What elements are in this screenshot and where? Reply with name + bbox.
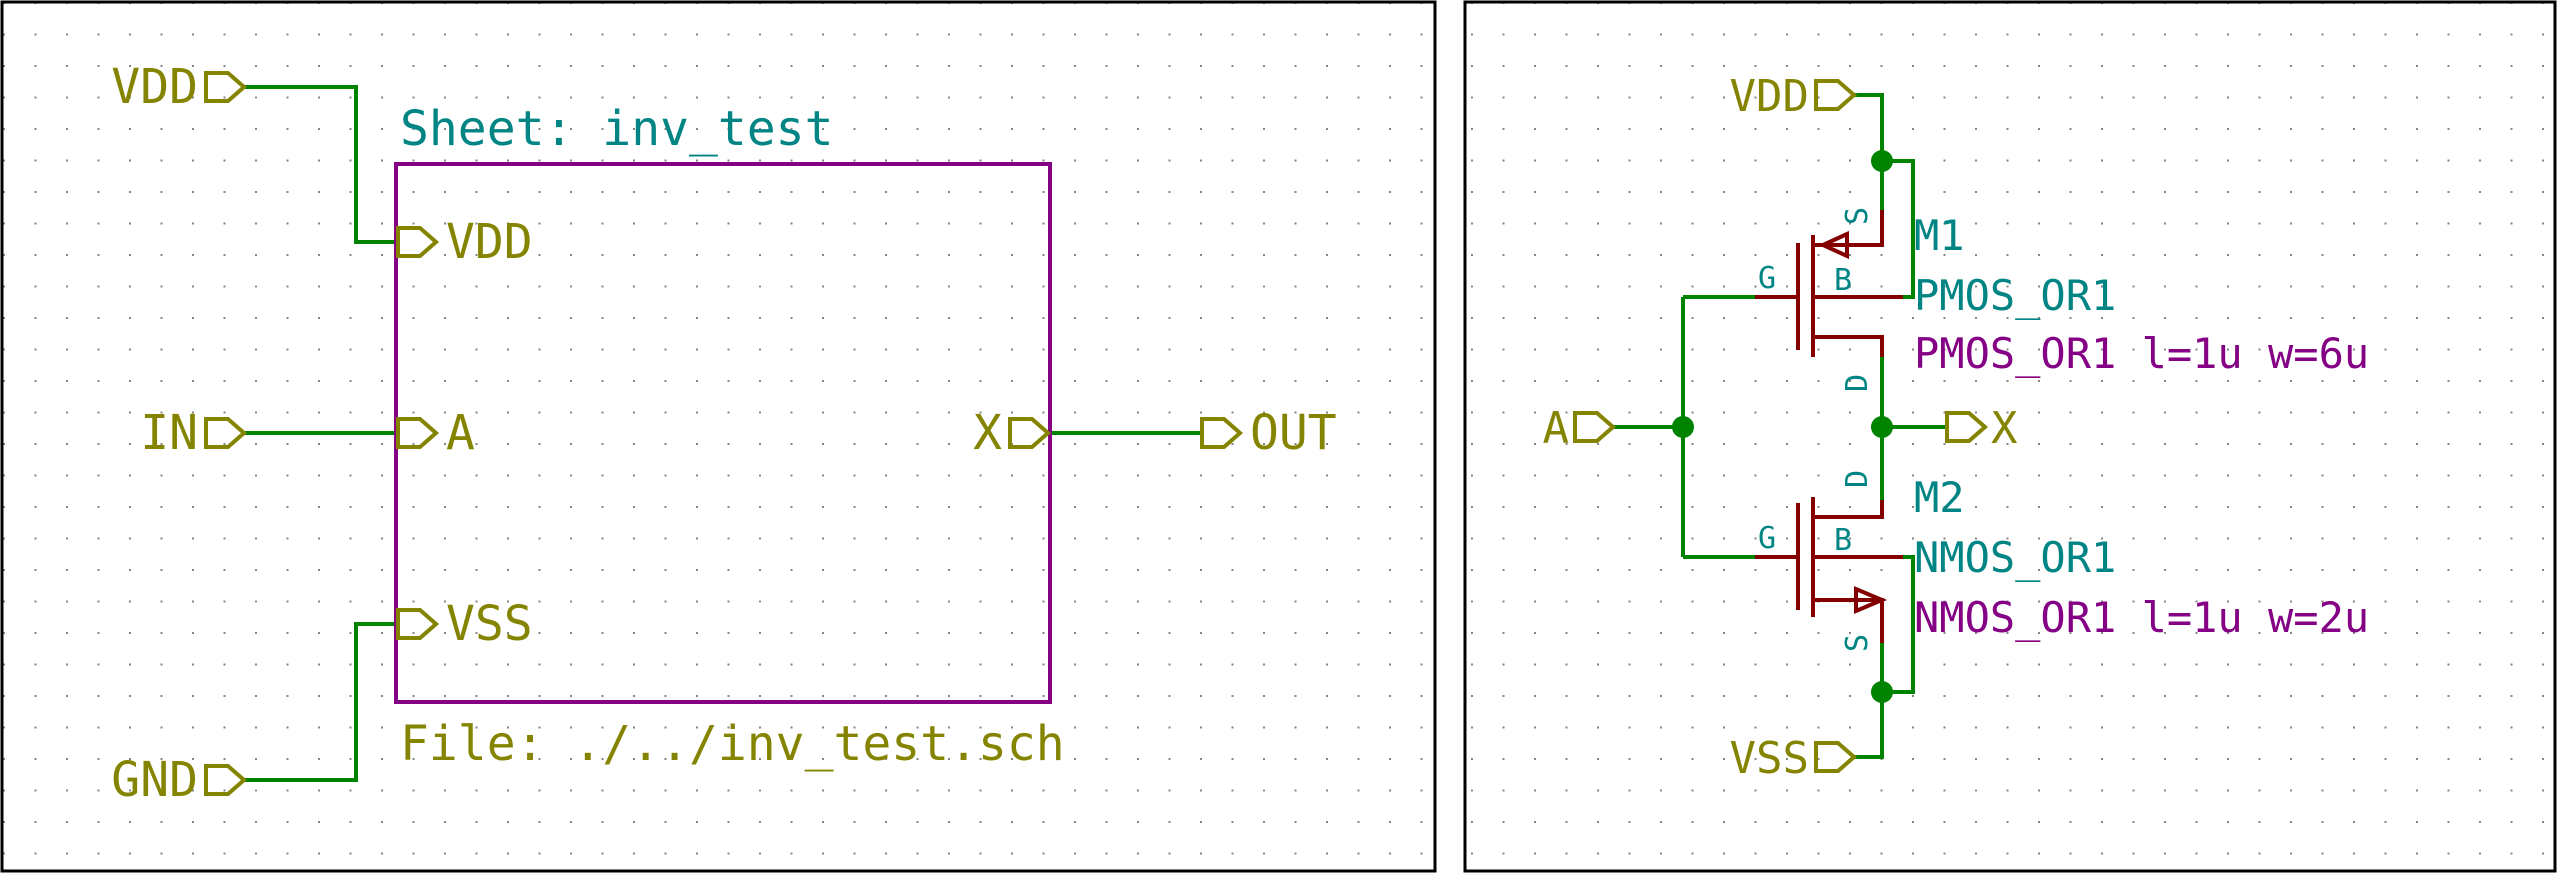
wire-m2-bulk[interactable]	[1882, 555, 1915, 694]
m1-value: PMOS_OR1	[1914, 271, 2116, 320]
m2-reference: M2	[1914, 473, 1965, 522]
x-port-icon[interactable]	[1945, 411, 1989, 443]
sheet-pin-x-label: X	[973, 405, 1002, 461]
sheet-pin-a-label: A	[446, 405, 475, 461]
junction-dot-icon	[1871, 681, 1893, 703]
sheet-pin-vss-label: VSS	[446, 596, 533, 652]
pin-letters: G B S D G B D S	[1758, 207, 1875, 652]
gnd-port-label: GND	[111, 752, 198, 808]
nmos-transistor-icon[interactable]	[1755, 497, 1903, 643]
wire-vdd[interactable]	[244, 85, 396, 244]
m1-pin-b: B	[1834, 263, 1852, 298]
vdd-port-label: VDD	[111, 59, 198, 115]
sheet-pin-vdd-label: VDD	[446, 214, 533, 270]
wires	[244, 85, 1202, 782]
vss-port-icon[interactable]	[1814, 741, 1858, 773]
m1-reference: M1	[1914, 211, 1965, 260]
panel-frame	[1463, 0, 2557, 873]
inverter-schematic-canvas: G B S D G B D S VDD A X VSS M1 PMOS_OR1 …	[1463, 0, 2557, 873]
top-level-schematic-canvas: Sheet: inv_test File: ./../inv_test.sch …	[0, 0, 1437, 873]
junction-dot-icon	[1871, 150, 1893, 172]
a-port-label: A	[1543, 403, 1570, 454]
sheet-pin-vss-icon[interactable]	[396, 608, 440, 640]
x-port-label: X	[1991, 403, 2018, 454]
in-port-label: IN	[140, 405, 198, 461]
m2-pin-s: S	[1840, 634, 1875, 652]
port-shapes	[1573, 79, 1989, 773]
m2-pin-d: D	[1840, 470, 1875, 488]
a-port-icon[interactable]	[1573, 411, 1617, 443]
m2-parameters: NMOS_OR1 l=1u w=2u	[1914, 593, 2369, 642]
vdd-port-icon[interactable]	[204, 71, 248, 103]
out-port-label: OUT	[1250, 405, 1337, 461]
sheet-name: Sheet: inv_test	[400, 101, 833, 157]
sheet-pin-vdd-icon[interactable]	[396, 226, 440, 258]
sheet-pin-shapes	[396, 226, 1052, 640]
pmos-transistor-icon[interactable]	[1755, 210, 1903, 357]
m1-pin-s: S	[1840, 207, 1875, 225]
panel-frame	[0, 0, 1437, 873]
inverter-schematic: G B S D G B D S VDD A X VSS M1 PMOS_OR1 …	[1463, 0, 2557, 873]
sheet-file: File: ./../inv_test.sch	[400, 716, 1065, 772]
vdd-port-icon[interactable]	[1814, 79, 1858, 111]
wire-vdd[interactable]	[1854, 93, 1884, 161]
wire-vss[interactable]	[244, 622, 396, 782]
sheet-pin-a-icon[interactable]	[396, 417, 440, 449]
m2-value: NMOS_OR1	[1914, 533, 2116, 582]
wire-m1-bulk[interactable]	[1882, 159, 1915, 299]
junction-dot-icon	[1672, 416, 1694, 438]
m1-pin-g: G	[1758, 261, 1776, 296]
grid-background	[1463, 0, 2557, 873]
sheet-pin-x-icon[interactable]	[1008, 417, 1052, 449]
in-port-icon[interactable]	[204, 417, 248, 449]
m1-pin-d: D	[1840, 374, 1875, 392]
out-port-icon[interactable]	[1200, 417, 1244, 449]
m2-pin-b: B	[1834, 523, 1852, 558]
junctions	[1672, 150, 1893, 703]
m2-pin-g: G	[1758, 521, 1776, 556]
vss-port-label: VSS	[1730, 733, 1809, 784]
external-port-shapes	[204, 71, 1244, 796]
m1-parameters: PMOS_OR1 l=1u w=6u	[1914, 329, 2369, 378]
junction-dot-icon	[1871, 416, 1893, 438]
vdd-port-label: VDD	[1730, 71, 1809, 122]
gnd-port-icon[interactable]	[204, 764, 248, 796]
top-level-schematic: Sheet: inv_test File: ./../inv_test.sch …	[0, 0, 1437, 873]
